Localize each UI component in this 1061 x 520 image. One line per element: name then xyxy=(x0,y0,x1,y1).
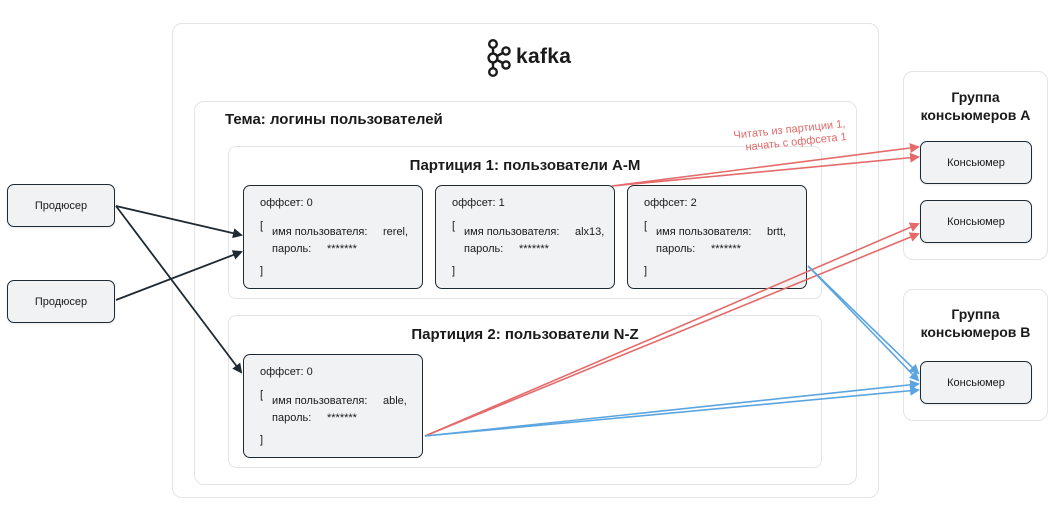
record-bracket-close: ] xyxy=(260,265,264,277)
arrow-red-p2-to-consumer-a2 xyxy=(424,222,920,437)
consumer-group-a-title-line1: Группа xyxy=(951,89,1000,105)
producer-1[interactable]: Продюсер xyxy=(7,184,115,227)
record-bracket-open: [ xyxy=(644,220,648,232)
record-username-label: имя пользователя: xyxy=(272,395,368,407)
record-bracket-close: ] xyxy=(452,265,456,277)
partition-1-title: Партиция 1: пользователи A-M xyxy=(409,157,641,174)
consumer-group-a-title: Группа консьюмеров A xyxy=(903,88,1048,124)
arrow-blue-p1-to-consumer-b1-b xyxy=(807,265,920,382)
record-username: alx13, xyxy=(575,226,605,238)
record-password-label: пароль: xyxy=(656,243,696,255)
record-password: ******* xyxy=(711,243,741,255)
arrow-producer1-to-p1 xyxy=(115,205,243,239)
consumer-b-1[interactable]: Консьюмер xyxy=(920,361,1032,404)
record-username-label: имя пользователя: xyxy=(656,226,752,238)
consumer-group-b-title-line1: Группа xyxy=(951,306,1000,322)
record-username-label: имя пользователя: xyxy=(272,226,368,238)
arrow-blue-p2-to-consumer-b1-b xyxy=(424,385,920,437)
producer-2[interactable]: Продюсер xyxy=(7,280,115,323)
record-bracket-open: [ xyxy=(452,220,456,232)
record-username: rerel, xyxy=(383,226,409,238)
arrow-producer2-to-p1 xyxy=(115,250,243,301)
arrow-red-p2-to-consumer-a2-b xyxy=(424,232,920,437)
partition-2-title: Партиция 2: пользователи N-Z xyxy=(411,326,639,343)
record-offset: оффсет: 0 xyxy=(260,197,313,209)
record-password-label: пароль: xyxy=(272,412,312,424)
record-username: brtt, xyxy=(767,226,786,238)
arrow-blue-p2-to-consumer-b1 xyxy=(424,379,920,437)
record-password-label: пароль: xyxy=(464,243,504,255)
record-p2-offset-0[interactable]: оффсет: 0 [ имя пользователя: able, паро… xyxy=(243,354,423,458)
record-p1-offset-1[interactable]: оффсет: 1 [ имя пользователя: alx13, пар… xyxy=(435,185,615,289)
arrow-producer1-to-p2 xyxy=(115,205,243,374)
consumer-a-2[interactable]: Консьюмер xyxy=(920,200,1032,243)
kafka-logo: kafka xyxy=(484,38,584,78)
record-password-label: пароль: xyxy=(272,243,312,255)
arrow-blue-p1-to-consumer-b1 xyxy=(807,265,920,375)
record-offset: оффсет: 0 xyxy=(260,366,313,378)
record-password: ******* xyxy=(519,243,549,255)
record-bracket-close: ] xyxy=(260,434,264,446)
record-p1-offset-2[interactable]: оффсет: 2 [ имя пользователя: brtt, паро… xyxy=(627,185,807,289)
consumer-group-b-title: Группа консьюмеров B xyxy=(903,305,1048,341)
topic-title: Тема: логины пользователей xyxy=(225,111,443,128)
record-username-label: имя пользователя: xyxy=(464,226,560,238)
record-p1-offset-0[interactable]: оффсет: 0 [ имя пользователя: rerel, пар… xyxy=(243,185,423,289)
kafka-logo-text: kafka xyxy=(516,45,572,68)
consumer-group-a-title-line2: консьюмеров A xyxy=(920,107,1031,123)
consumer-group-b-title-line2: консьюмеров B xyxy=(920,324,1031,340)
record-password: ******* xyxy=(327,243,357,255)
record-password: ******* xyxy=(327,412,357,424)
kafka-logo-icon xyxy=(487,39,511,78)
arrow-red-p1-to-consumer-a1 xyxy=(611,143,920,187)
record-username: able, xyxy=(383,395,407,407)
record-offset: оффсет: 1 xyxy=(452,197,505,209)
arrow-red-p1-to-consumer-a1-b xyxy=(611,152,920,187)
record-bracket-open: [ xyxy=(260,389,264,401)
consumer-a-1[interactable]: Консьюмер xyxy=(920,141,1032,184)
record-bracket-close: ] xyxy=(644,265,648,277)
record-bracket-open: [ xyxy=(260,220,264,232)
record-offset: оффсет: 2 xyxy=(644,197,697,209)
